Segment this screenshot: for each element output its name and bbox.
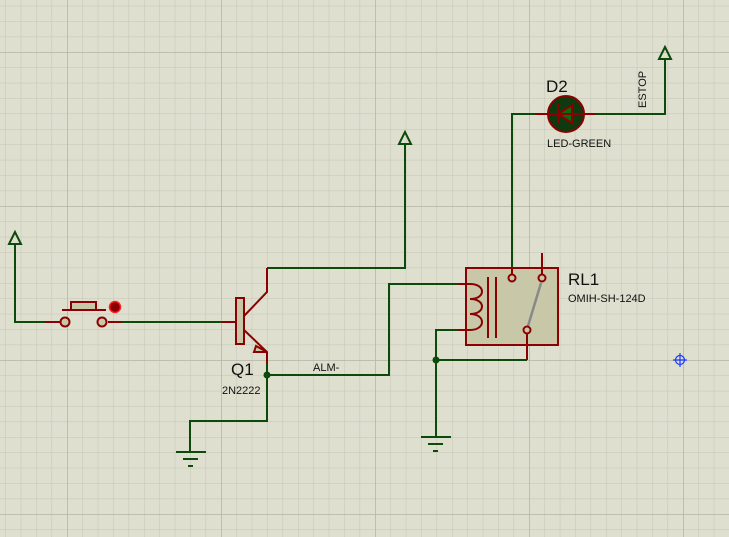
rl1-value-label: OMIH-SH-124D xyxy=(568,293,646,305)
wire-led xyxy=(511,113,535,268)
power-terminal[interactable] xyxy=(397,129,413,145)
relay-rl1[interactable] xyxy=(458,253,559,360)
transistor-q1[interactable] xyxy=(222,268,268,364)
junction-dot xyxy=(432,356,440,364)
d2-value-label: LED-GREEN xyxy=(547,138,611,150)
junction-dot xyxy=(263,371,271,379)
ground-symbol xyxy=(176,451,206,467)
estop-terminal[interactable] xyxy=(657,44,673,60)
led-d2[interactable] xyxy=(535,95,596,133)
crosshair-cursor-icon xyxy=(673,353,687,367)
wire-estop xyxy=(596,60,666,115)
net-label-estop: ESTOP xyxy=(637,71,649,108)
q1-value-label: 2N2222 xyxy=(222,385,261,397)
input-terminal[interactable] xyxy=(7,229,45,323)
push-button[interactable] xyxy=(45,300,122,328)
wire-coil-ground xyxy=(435,329,458,437)
actuator-icon[interactable] xyxy=(108,300,122,314)
wire-alm xyxy=(267,283,458,376)
wire-collector xyxy=(267,145,406,269)
d2-ref-label: D2 xyxy=(546,77,568,96)
q1-ref-label: Q1 xyxy=(231,360,254,379)
wire-emitter-ground xyxy=(189,364,268,452)
rl1-ref-label: RL1 xyxy=(568,270,599,289)
switch-arm xyxy=(526,282,543,327)
ground-symbol xyxy=(421,436,451,452)
net-label-alm: ALM- xyxy=(313,362,340,374)
